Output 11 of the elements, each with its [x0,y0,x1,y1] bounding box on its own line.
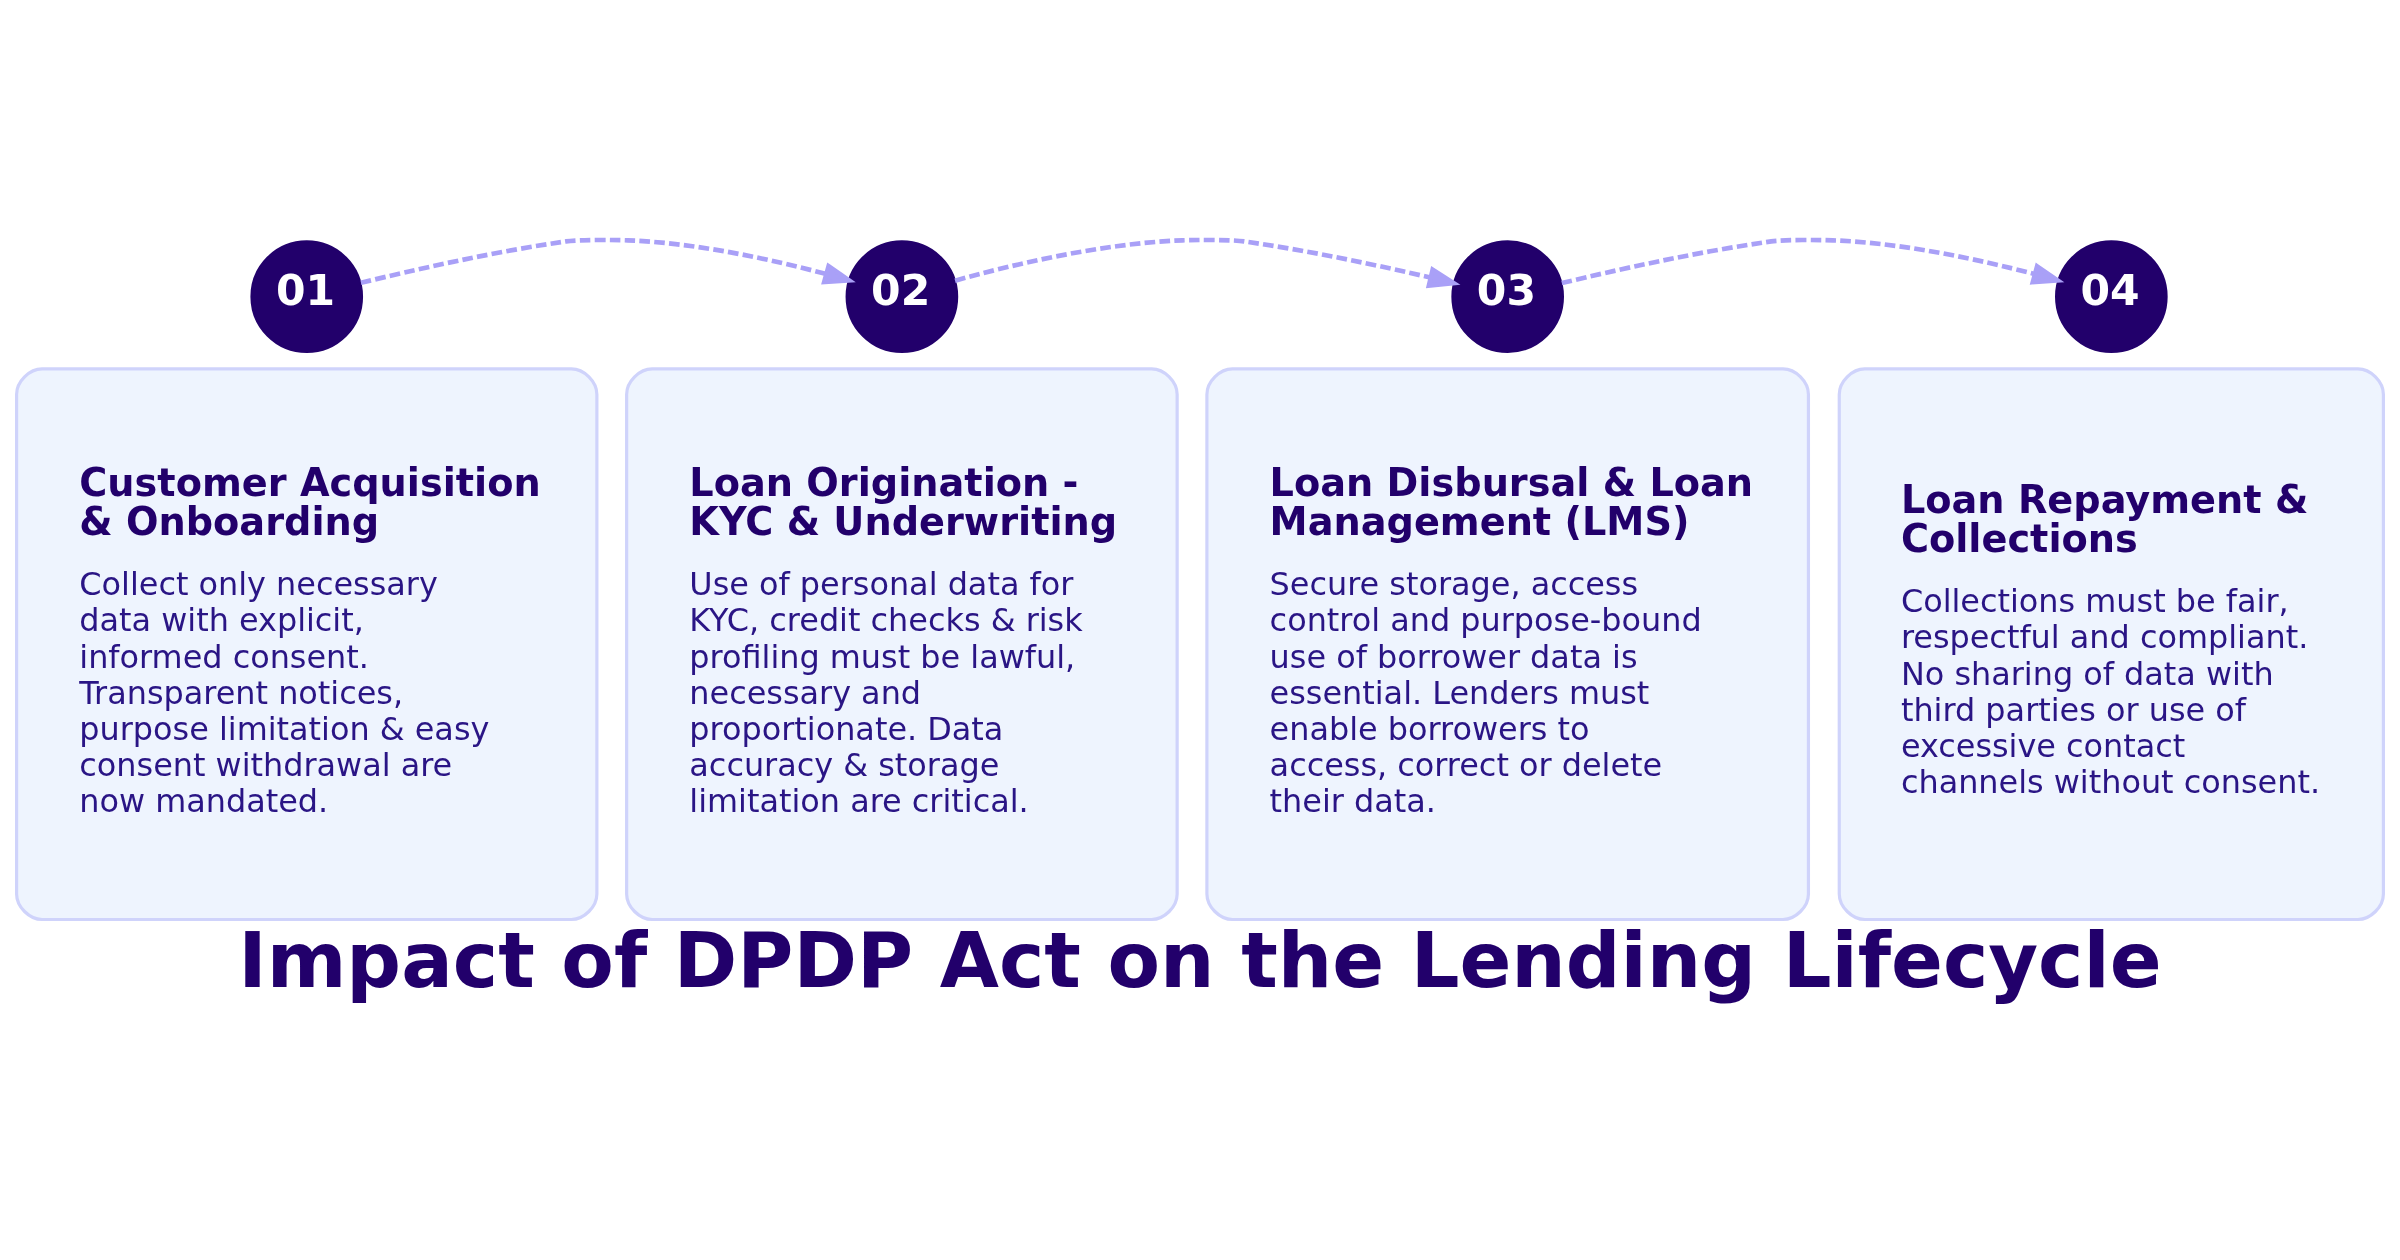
node-circle: 03 [1451,239,1564,353]
node-box: Loan Repayment & Collections Collections must be fair, respectful and compliant. No sharing of data with third parties or use of excessive contact channels without consent. [1837,366,2385,921]
node-box: Loan Origination - KYC & Underwriting Use of personal data for KYC, credit checks & risk profiling must be lawful, necessary and proportionate. Data accuracy & storage limitation are critical. [625,366,1179,921]
arrow [1561,237,2065,285]
node-circle: 01 [250,239,364,353]
arrow [360,237,856,285]
node-circle: 04 [2055,239,2168,353]
node-circle: 02 [845,239,959,353]
node-box: Loan Disbursal & Loan Management (LMS) Secure storage, access control and purpose-bound use of borrower data is essential. Lenders must enable borrowers to access, correct or delete their data. [1205,366,1811,921]
arrow [954,237,1461,288]
node-box: Customer Acquisition & Onboarding Collect only necessary data with explicit, informed consent. Transparent notices, purpose limitation & easy consent withdrawal are now mandated. [15,366,599,921]
